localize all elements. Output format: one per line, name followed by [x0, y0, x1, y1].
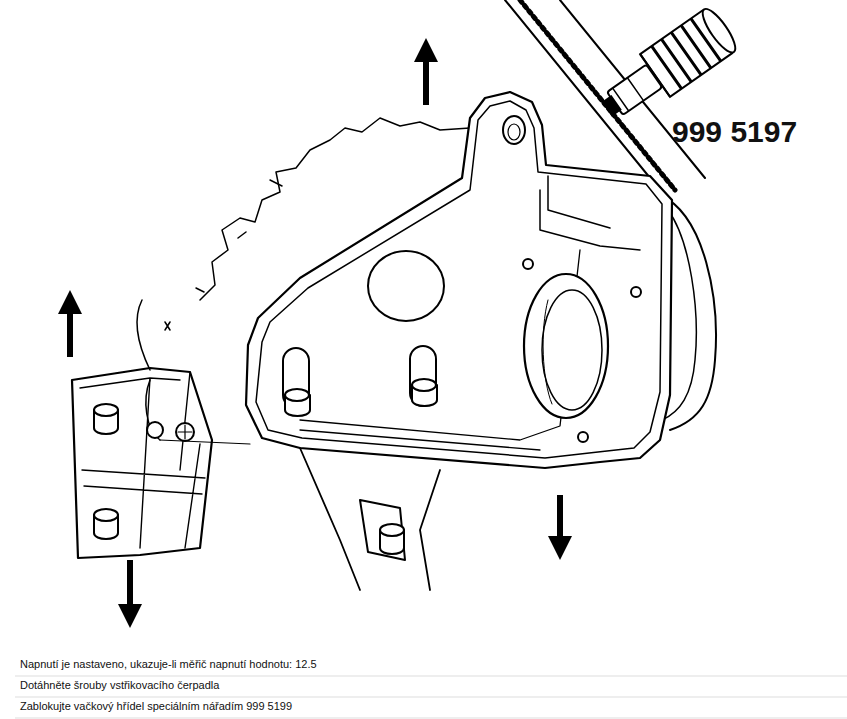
instruction-row: Zablokujte vačkový hřídel speciálním nář…	[20, 700, 292, 713]
instruction-row: Dotáhněte šrouby vstřikovacího čerpadla	[20, 679, 219, 692]
instruction-row: Napnutí je nastaveno, ukazuje-li měřič n…	[20, 658, 317, 671]
tool-number: 999 5197	[672, 114, 797, 150]
